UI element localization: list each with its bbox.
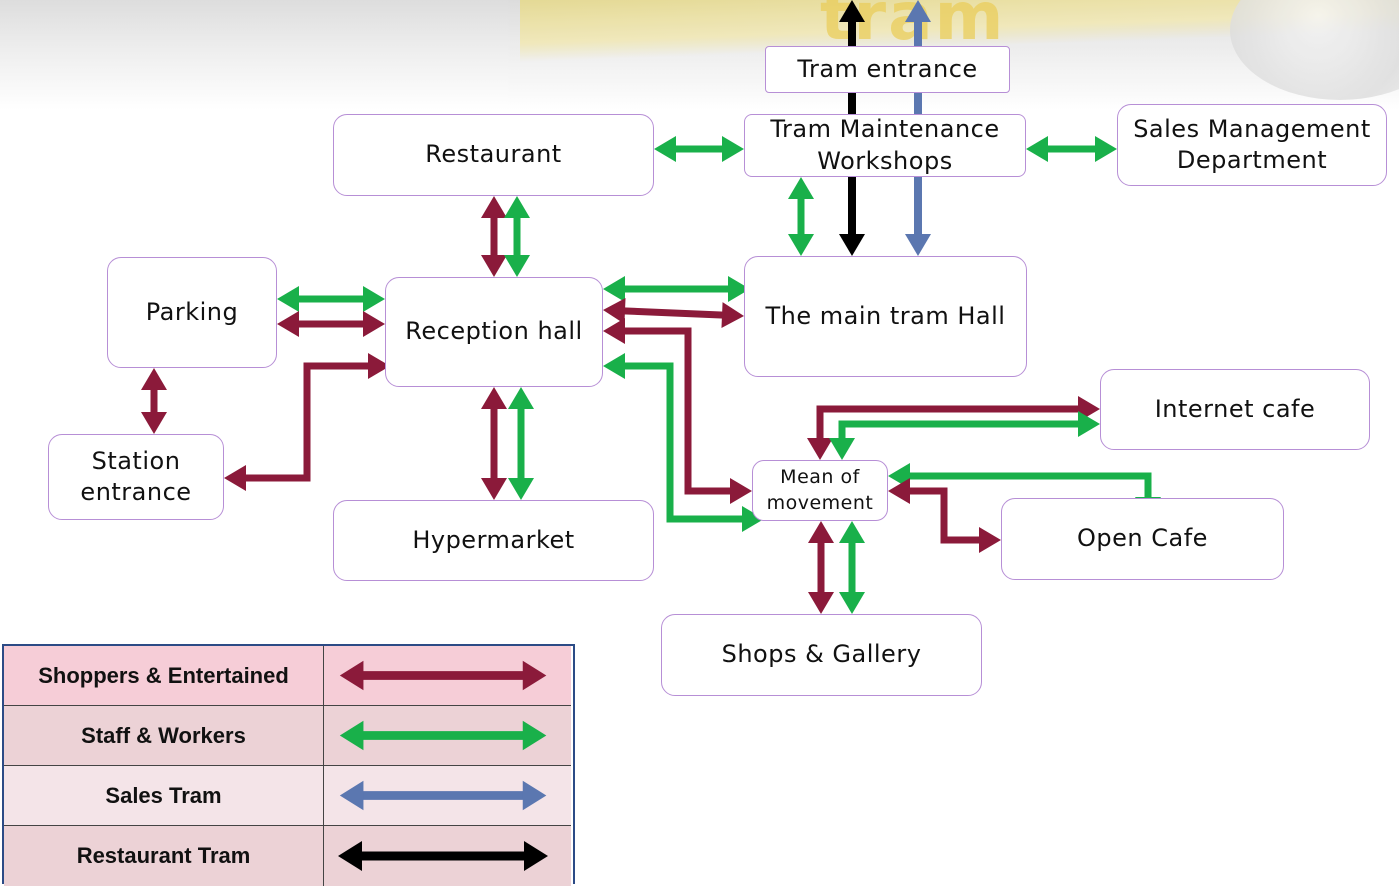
node-parking: Parking — [107, 257, 277, 368]
legend-label-sales: Sales Tram — [4, 766, 324, 825]
link-restaurant-reception-shoppers — [481, 196, 507, 277]
node-station-entrance: Station entrance — [48, 434, 224, 520]
link-mean-internetcafe-staff — [829, 411, 1100, 460]
link-restaurant-workshops-staff — [654, 136, 744, 162]
node-sales-line1: Sales Management — [1133, 114, 1371, 143]
node-mean-line2: movement — [766, 491, 874, 514]
link-mean-shops-shoppers — [808, 521, 834, 614]
node-shops-gallery: Shops & Gallery — [661, 614, 982, 696]
link-parking-reception-staff — [277, 286, 385, 312]
node-sales-management-department: Sales Management Department — [1117, 104, 1387, 186]
legend-arrow-sales — [339, 780, 547, 811]
legend-double-arrow — [339, 660, 547, 691]
node-station-line1: Station — [91, 446, 181, 475]
legend-table: Shoppers & Entertained Staff & Workers S… — [2, 644, 575, 886]
legend-double-arrow — [339, 720, 547, 751]
legend-double-arrow — [338, 841, 548, 871]
link-reception-hypermarket-shoppers — [481, 387, 507, 500]
node-workshops-line1: Tram Maintenance — [770, 115, 1000, 144]
link-mean-internetcafe-shoppers — [807, 396, 1100, 460]
legend-label-staff: Staff & Workers — [4, 706, 324, 765]
link-parking-station-shoppers — [141, 368, 167, 434]
node-restaurant: Restaurant — [333, 114, 654, 196]
link-reception-mean-staff — [603, 353, 764, 532]
node-sales-line2: Department — [1176, 146, 1328, 174]
legend-arrow-staff — [339, 720, 547, 751]
node-internet-cafe: Internet cafe — [1100, 369, 1370, 450]
tram-banner-image: tram — [0, 0, 1399, 110]
legend-arrow-restaurant-tram — [338, 841, 548, 871]
legend-row-shoppers: Shoppers & Entertained — [4, 646, 571, 706]
node-tram-entrance: Tram entrance — [765, 46, 1010, 93]
legend-label-restaurant-tram: Restaurant Tram — [4, 826, 324, 886]
link-reception-mainhall-staff — [603, 276, 750, 302]
link-restaurant-reception-staff — [504, 196, 530, 277]
node-workshops-line2: Workshops — [817, 146, 953, 175]
legend-double-arrow — [339, 780, 547, 811]
node-main-tram-hall: The main tram Hall — [744, 256, 1027, 377]
node-station-line2: entrance — [80, 478, 192, 506]
link-mean-shops-staff — [839, 521, 865, 614]
link-workshops-sales-staff — [1026, 136, 1117, 162]
node-mean-line1: Mean of — [780, 465, 860, 488]
link-reception-hypermarket-staff — [508, 387, 534, 500]
node-mean-of-movement: Mean of movement — [752, 460, 888, 521]
legend-row-restaurant-tram: Restaurant Tram — [4, 826, 571, 886]
legend-arrow-shoppers — [339, 660, 547, 691]
node-hypermarket: Hypermarket — [333, 500, 654, 581]
link-mean-opencafe-shoppers — [888, 478, 1001, 553]
legend-row-sales: Sales Tram — [4, 766, 571, 826]
legend-row-staff: Staff & Workers — [4, 706, 571, 766]
link-reception-mainhall-shoppers — [603, 297, 744, 329]
link-station-reception-shoppers — [224, 353, 390, 491]
legend-label-shoppers: Shoppers & Entertained — [4, 646, 324, 705]
node-open-cafe: Open Cafe — [1001, 498, 1284, 580]
node-tram-maintenance-workshops: Tram Maintenance Workshops — [744, 114, 1026, 177]
link-reception-mean-shoppers — [603, 318, 752, 504]
node-reception-hall: Reception hall — [385, 277, 603, 387]
link-workshops-mainhall-staff — [788, 177, 814, 256]
link-parking-reception-shoppers — [277, 311, 385, 337]
